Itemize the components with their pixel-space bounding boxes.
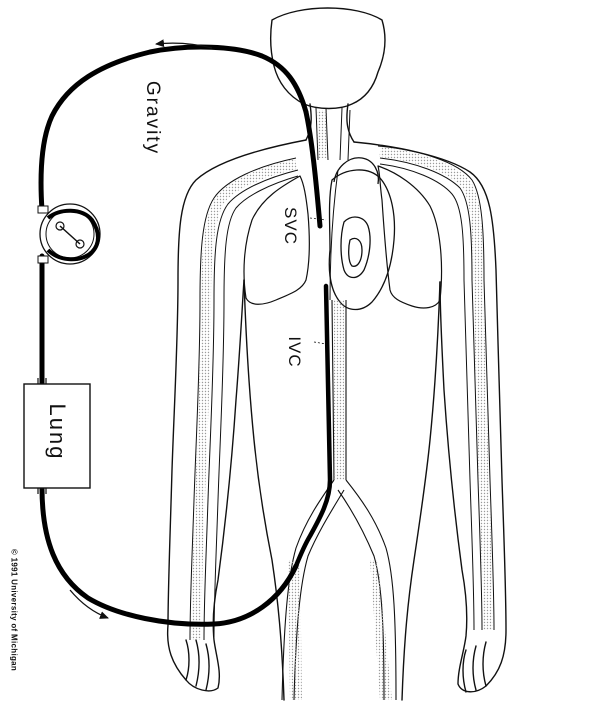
svc-label: SVC [281,207,300,245]
circuit-tubing [38,44,309,627]
neck [305,103,355,143]
gravity-label: Gravity [142,80,163,156]
lungs [243,165,443,309]
lung-label: Lung [45,403,70,461]
return-tube [39,485,299,627]
pump-outlet-connector [37,255,49,264]
body-outline [166,7,507,701]
flow-arrows [69,39,213,619]
cannulas [293,109,333,569]
left-lung [377,165,443,309]
heart-chamber-1 [340,216,371,279]
copyright-notice: © 1991 University of Michigan [9,548,19,672]
ivc-leader [313,341,327,345]
ivc-label: IVC [285,336,304,368]
aorta-trunk [329,169,339,301]
aortic-arch [333,157,380,185]
pump-inlet-connector [37,205,49,214]
left-arm-vessel [379,147,493,631]
lung-box-ports [37,378,47,494]
great-vessels [189,107,495,701]
right-fingers [185,639,210,691]
ivc-cannula [293,283,333,569]
svc-cannula [303,109,323,229]
heart-outer [328,169,396,311]
left-shoulder-arm [353,141,507,693]
right-shoulder-arm [166,139,307,692]
flow-arrow-bottom [69,589,109,619]
left-torso [401,281,441,701]
pump-rotor [59,225,81,245]
oxygenator [23,378,91,494]
flow-arrow-top [155,39,213,49]
heart [328,157,396,311]
right-arm-vessel [191,159,298,641]
iliac-left [345,479,397,701]
drainage-tube [38,44,309,213]
iliac-right [281,479,335,701]
lung-box [23,383,91,489]
svc-leader [309,217,327,221]
right-lung [243,175,310,305]
pump-raceway [46,208,100,262]
head [269,7,386,110]
vena-cava-trunk [331,299,347,481]
roller-pump [37,203,101,265]
heart-chamber-2 [348,237,363,267]
left-fingers [462,641,487,693]
right-torso [243,279,285,701]
